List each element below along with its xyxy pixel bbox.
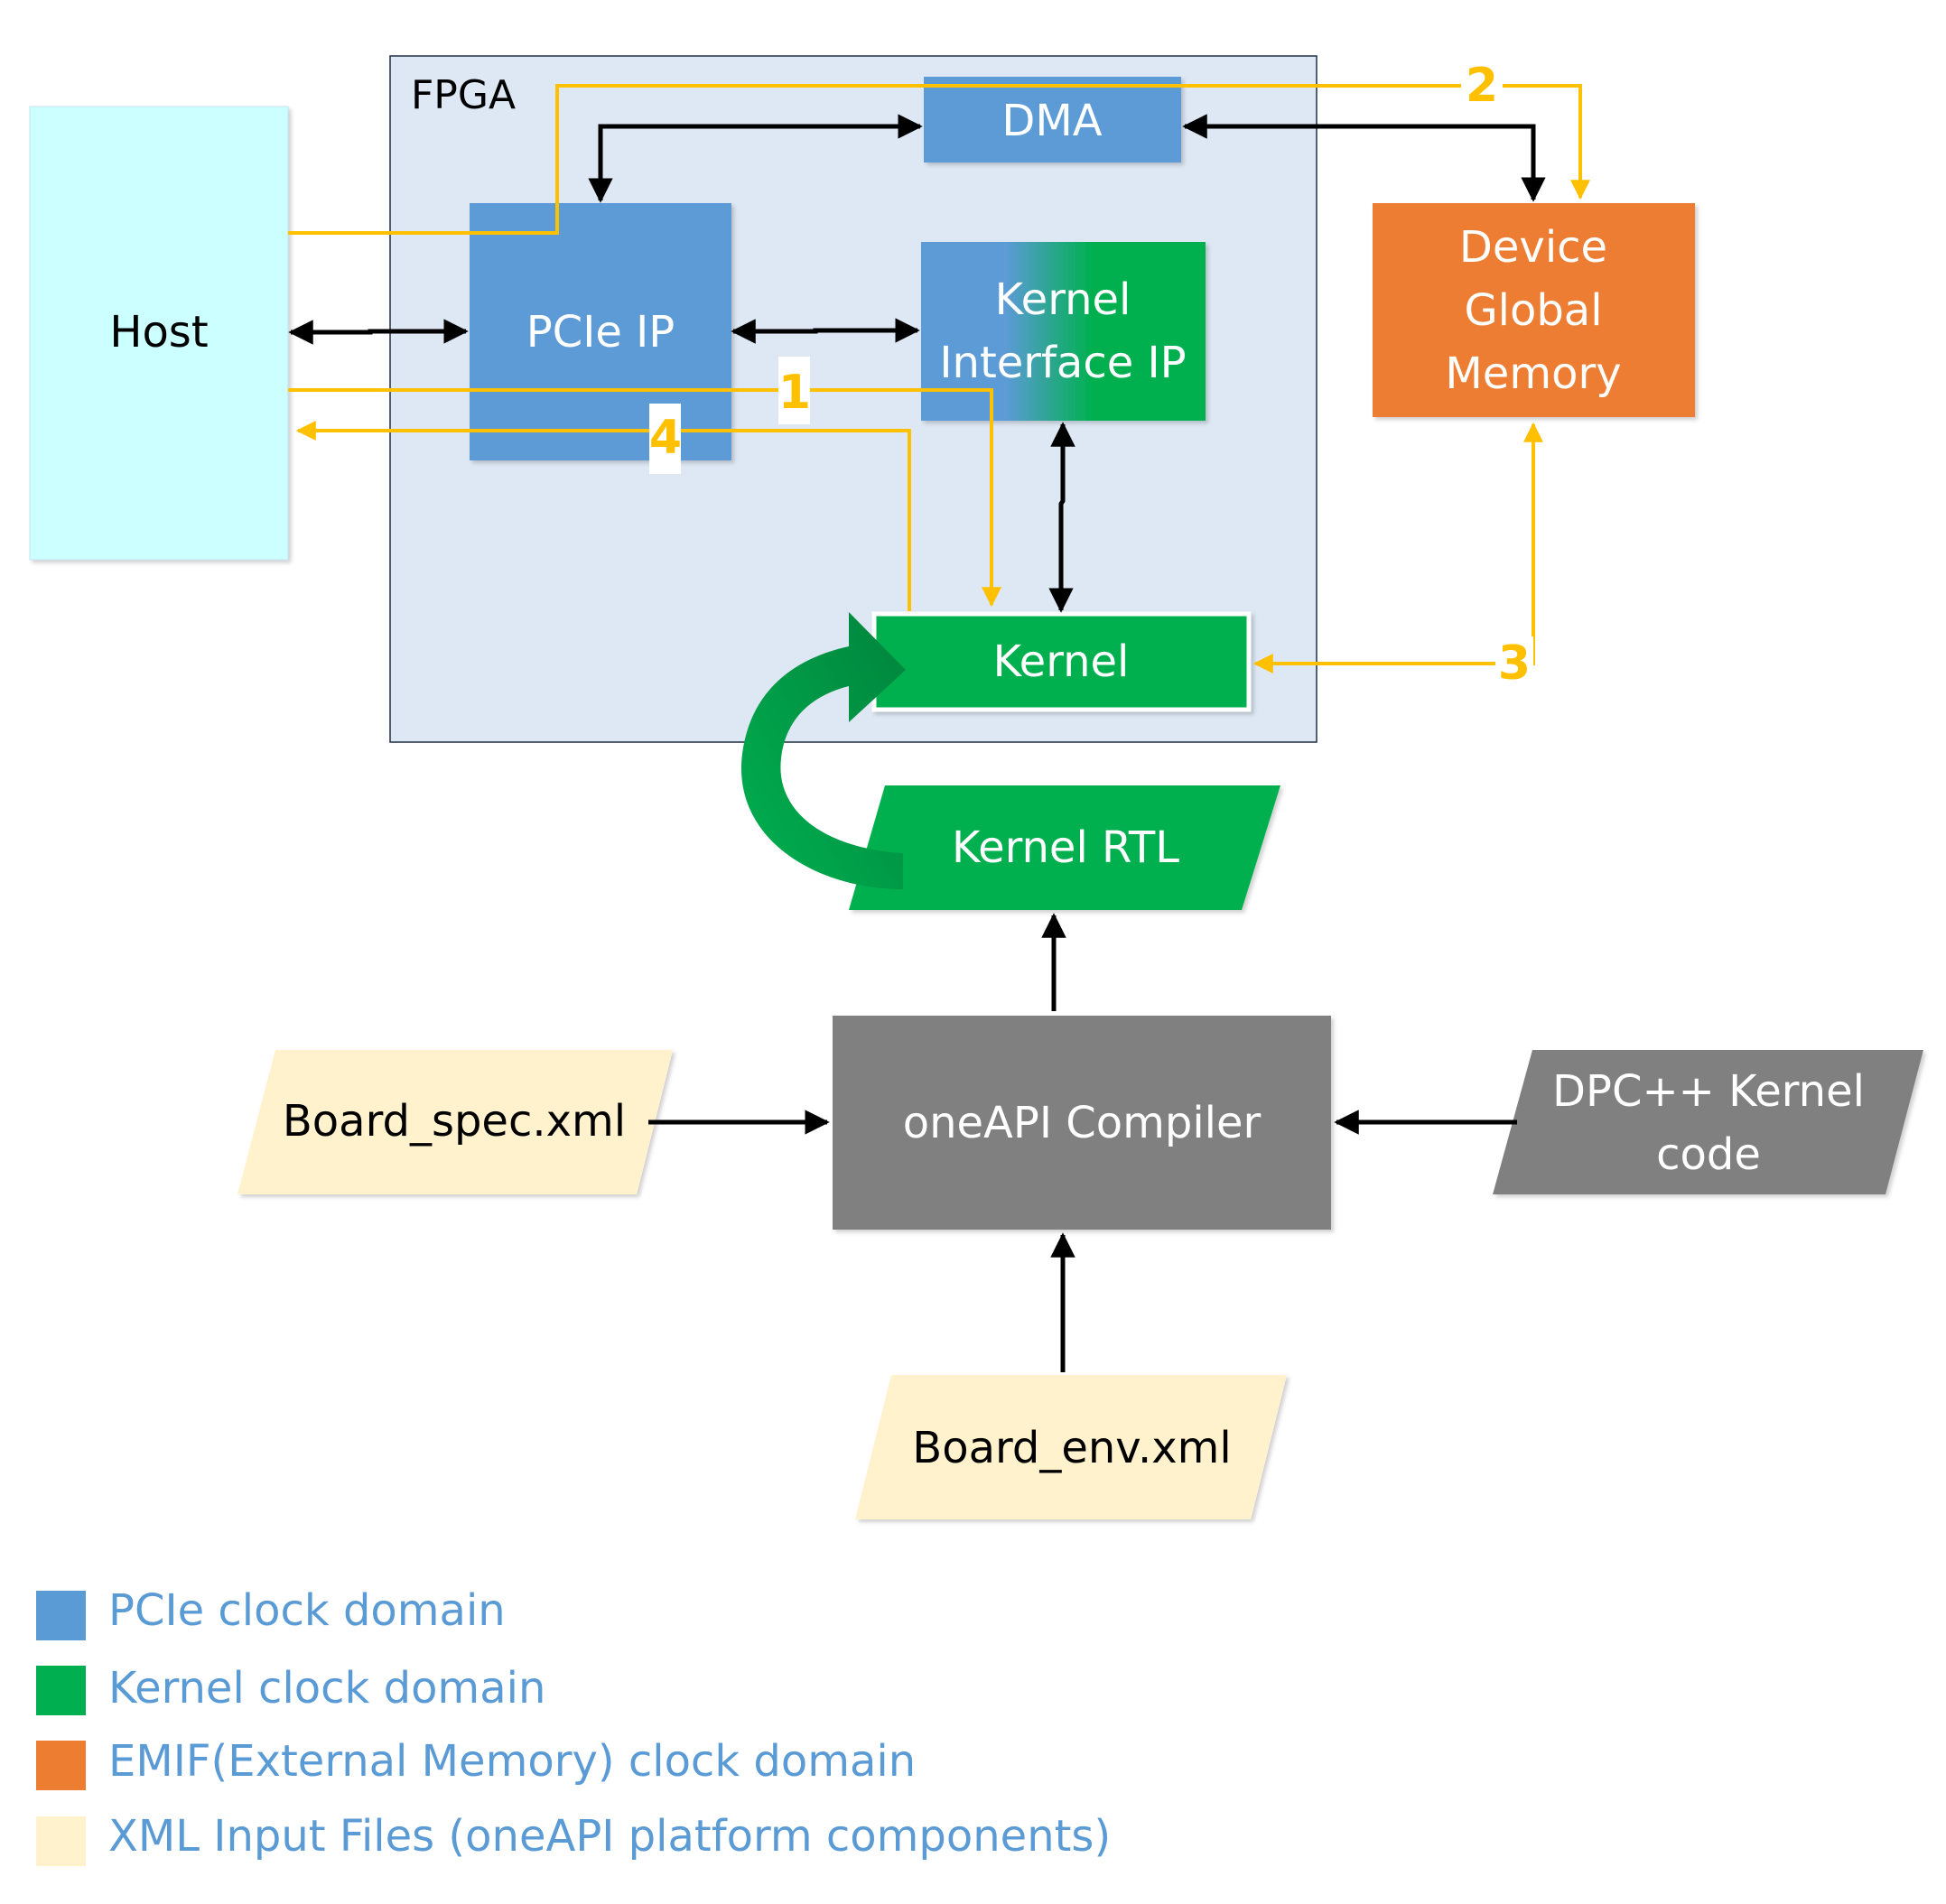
- host-pcie-arrow: [288, 319, 469, 345]
- dpc-kernel-code-line2: code: [1656, 1129, 1761, 1180]
- flow-2-arrow: [288, 84, 1590, 235]
- step-3-badge: 3: [1495, 636, 1533, 691]
- pcie-dma-arrow: [588, 114, 923, 203]
- oneapi-compiler-label: oneAPI Compiler: [903, 1098, 1262, 1148]
- pcie-ip-label: PCIe IP: [526, 307, 675, 358]
- legend-swatch: [36, 1816, 86, 1866]
- step-3-label: 3: [1498, 636, 1531, 691]
- board-env-file: Board_env.xml: [855, 1375, 1287, 1519]
- legend-swatch: [36, 1741, 86, 1790]
- dma-label: DMA: [1001, 96, 1102, 146]
- black-connectors: [288, 114, 1546, 1372]
- board-spec-label: Board_spec.xml: [283, 1096, 626, 1147]
- board-env-label: Board_env.xml: [912, 1423, 1231, 1473]
- kernel-label: Kernel: [993, 636, 1130, 687]
- legend-swatch: [36, 1666, 86, 1715]
- pcie-ip-block: PCIe IP: [470, 203, 731, 460]
- step-2-label: 2: [1466, 59, 1498, 113]
- legend-label: XML Input Files (oneAPI platform compone…: [108, 1811, 1111, 1862]
- kernel-interface-ip-line2: Interface IP: [939, 338, 1186, 388]
- legend-item-xml: XML Input Files (oneAPI platform compone…: [36, 1811, 1111, 1866]
- legend-item-pcie: PCIe clock domain: [36, 1585, 506, 1640]
- kernel-block: Kernel: [871, 611, 1252, 712]
- rtl-to-kernel-curved-arrow: [740, 612, 906, 889]
- legend-swatch: [36, 1591, 86, 1640]
- kiip-kernel-arrow: [1048, 422, 1075, 613]
- flow-1-arrow: [288, 388, 1001, 608]
- step-1-badge: 1: [778, 357, 811, 424]
- dma-memory-arrow: [1182, 114, 1546, 202]
- dpc-kernel-code-line1: DPC++ Kernel: [1552, 1066, 1865, 1117]
- kernel-rtl-label: Kernel RTL: [952, 822, 1179, 873]
- oneapi-compiler-block: oneAPI Compiler: [833, 1016, 1331, 1230]
- device-global-memory-block: Device Global Memory: [1373, 203, 1695, 417]
- dpc-kernel-code-file: DPC++ Kernel code: [1493, 1050, 1923, 1194]
- dma-block: DMA: [924, 77, 1181, 163]
- legend: PCIe clock domain Kernel clock domain EM…: [36, 1585, 1111, 1866]
- device-global-memory-line2: Global: [1464, 285, 1602, 336]
- device-global-memory-line3: Memory: [1445, 348, 1621, 399]
- kernel-interface-ip-line1: Kernel: [995, 274, 1131, 325]
- legend-label: EMIF(External Memory) clock domain: [108, 1736, 916, 1787]
- kernel-rtl-block: Kernel RTL: [849, 785, 1280, 910]
- legend-label: Kernel clock domain: [108, 1663, 545, 1714]
- step-4-label: 4: [649, 411, 682, 465]
- kernel-interface-ip-block: Kernel Interface IP: [921, 242, 1206, 421]
- legend-item-kernel: Kernel clock domain: [36, 1663, 545, 1715]
- flow-4-arrow: [295, 421, 911, 611]
- step-4-badge: 4: [649, 404, 682, 474]
- pcie-kiip-arrow: [731, 318, 920, 344]
- host-label: Host: [109, 307, 208, 358]
- fpga-label: FPGA: [411, 72, 516, 118]
- legend-item-emif: EMIF(External Memory) clock domain: [36, 1736, 916, 1790]
- step-1-label: 1: [778, 366, 811, 420]
- host-block: Host: [29, 106, 289, 561]
- board-spec-file: Board_spec.xml: [237, 1050, 673, 1194]
- device-global-memory-line1: Device: [1459, 222, 1607, 273]
- legend-label: PCIe clock domain: [108, 1585, 506, 1636]
- step-2-badge: 2: [1461, 59, 1503, 113]
